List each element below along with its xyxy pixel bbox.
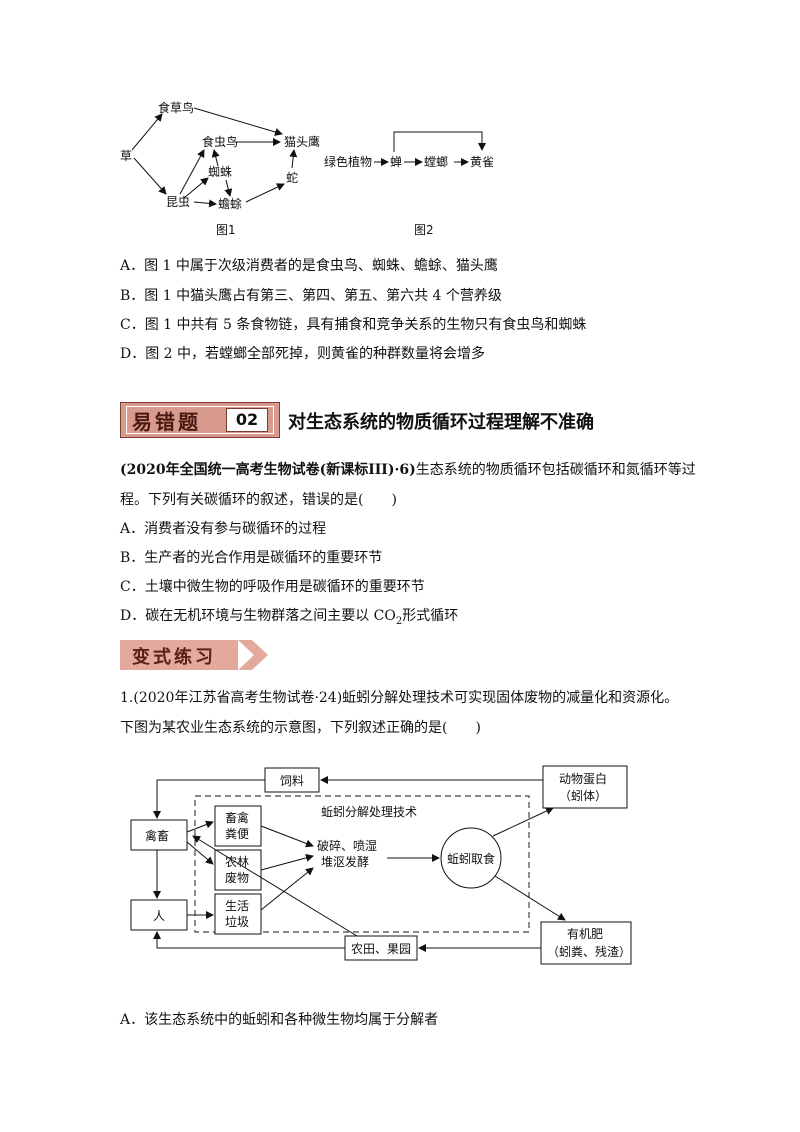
q2-source: (2020年全国统一高考生物试卷(新课标III)·6) xyxy=(120,462,416,478)
tech-label: 蚯蚓分解处理技术 xyxy=(321,804,417,819)
q2-option-d-suffix: 形式循环 xyxy=(402,608,459,624)
fig1-node-shichongniao: 食虫鸟 xyxy=(202,134,238,149)
text-nonglin-2: 废物 xyxy=(225,870,249,885)
fig1-node-kunchong: 昆虫 xyxy=(166,195,190,209)
q1-option-b: B．图 1 中猫头鹰占有第三、第四、第五、第六共 4 个营养级 xyxy=(120,288,502,304)
fig1-caption: 图1 xyxy=(216,223,236,237)
fig2-node-tanglang: 螳螂 xyxy=(424,155,448,169)
diagram-arrows xyxy=(153,776,566,952)
text-dongwu-2: （蚓体） xyxy=(559,788,607,803)
q2-option-d: D．碳在无机环境与生物群落之间主要以 CO2形式循环 xyxy=(120,606,458,632)
text-nongtian: 农田、果园 xyxy=(351,942,411,956)
box-shenghuo xyxy=(214,893,262,935)
variant-label: 变式练习 xyxy=(132,647,216,668)
text-qinchu: 禽畜 xyxy=(145,828,169,843)
q3-line2: 下图为某农业生态系统的示意图，下列叙述正确的是( ) xyxy=(120,720,481,736)
text-youji-2: （蚓粪、残渣） xyxy=(547,944,631,959)
q2-stem-text: 生态系统的物质循环包括碳循环和氮循环等过 xyxy=(415,462,696,478)
tech-region xyxy=(194,795,530,933)
fig1-node-she: 蛇 xyxy=(286,170,298,185)
box-qinchu xyxy=(130,819,188,851)
fig1-node-chanchu: 蟾蜍 xyxy=(218,196,242,211)
box-dongwu xyxy=(542,765,628,809)
box-chuqin xyxy=(214,805,262,847)
fig2-arrows xyxy=(374,131,486,166)
text-shenghuo-1: 生活 xyxy=(225,899,249,913)
section-title: 对生态系统的物质循环过程理解不准确 xyxy=(288,412,594,433)
fig2-node-lvse: 绿色植物 xyxy=(324,154,372,169)
fig2-node-huangque: 黄雀 xyxy=(470,155,494,169)
fig1-node-zhizhu: 蜘蛛 xyxy=(208,164,232,179)
q1-option-c: C．图 1 中共有 5 条食物链，具有捕食和竞争关系的生物只有食虫鸟和蜘蛛 xyxy=(120,317,587,333)
agro-ecosystem-diagram: 蚯蚓分解处理技术 饲料 动物蛋白 （蚓体） 禽畜 畜禽 粪便 农林 废物 人 生… xyxy=(130,765,632,965)
q2-stem-line1: (2020年全国统一高考生物试卷(新课标III)·6)生态系统的物质循环包括碳循… xyxy=(120,460,696,480)
fig2-node-chan: 蝉 xyxy=(390,155,402,169)
variant-chevron-icon xyxy=(238,640,268,670)
text-posui-2: 堆沤发酵 xyxy=(321,854,369,869)
q2-option-d-sub: 2 xyxy=(395,615,403,627)
box-ren xyxy=(130,899,188,931)
fig1-node-cao: 草 xyxy=(120,149,132,163)
q1-option-d: D．图 2 中，若螳螂全部死掉，则黄雀的种群数量将会增多 xyxy=(120,346,486,362)
q3-option-a: A．该生态系统中的蚯蚓和各种微生物均属于分解者 xyxy=(120,1012,439,1028)
fig1-node-maotouying: 猫头鹰 xyxy=(284,134,320,149)
q2-option-b: B．生产者的光合作用是碳循环的重要环节 xyxy=(120,550,383,566)
text-dongwu-1: 动物蛋白 xyxy=(559,771,607,786)
q2-option-a: A．消费者没有参与碳循环的过程 xyxy=(120,521,327,537)
text-shenghuo-2: 垃圾 xyxy=(225,914,249,929)
fig1-arrows xyxy=(131,107,298,208)
section-label: 易错题 xyxy=(132,410,201,434)
text-qiuyin: 蚯蚓取食 xyxy=(447,851,495,866)
circle-qiuyin xyxy=(440,827,502,889)
text-posui-1: 破碎、喷湿 xyxy=(317,838,377,853)
variant-banner: 变式练习 xyxy=(120,638,270,674)
q2-stem-line2: 程。下列有关碳循环的叙述，错误的是( ) xyxy=(120,492,397,508)
fig1-node-shicaoniao: 食草鸟 xyxy=(158,100,194,115)
q2-option-c: C．土壤中微生物的呼吸作用是碳循环的重要环节 xyxy=(120,579,425,595)
section-banner: 易错题 02 xyxy=(120,402,280,438)
q1-option-a: A．图 1 中属于次级消费者的是食虫鸟、蜘蛛、蟾蜍、猫头鹰 xyxy=(120,258,498,274)
text-youji-1: 有机肥 xyxy=(567,927,603,941)
text-nonglin-1: 农林 xyxy=(225,855,249,869)
box-youji xyxy=(540,921,632,965)
food-web-figures: 草 食草鸟 食虫鸟 猫头鹰 蜘蛛 蛇 昆虫 蟾蜍 图1 绿色植物 蝉 螳螂 黄雀… xyxy=(120,100,494,237)
fig2-caption: 图2 xyxy=(414,223,434,237)
text-chuqin-2: 粪便 xyxy=(225,827,249,841)
text-siliao: 饲料 xyxy=(280,774,304,788)
text-ren: 人 xyxy=(153,909,165,923)
section-number: 02 xyxy=(226,408,268,432)
q3-line1: 1.(2020年江苏省高考生物试卷·24)蚯蚓分解处理技术可实现固体废物的减量化… xyxy=(120,690,679,706)
text-chuqin-1: 畜禽 xyxy=(225,810,249,825)
q2-option-d-prefix: D．碳在无机环境与生物群落之间主要以 CO xyxy=(120,608,396,624)
box-nonglin xyxy=(214,849,262,891)
box-siliao xyxy=(264,767,320,793)
